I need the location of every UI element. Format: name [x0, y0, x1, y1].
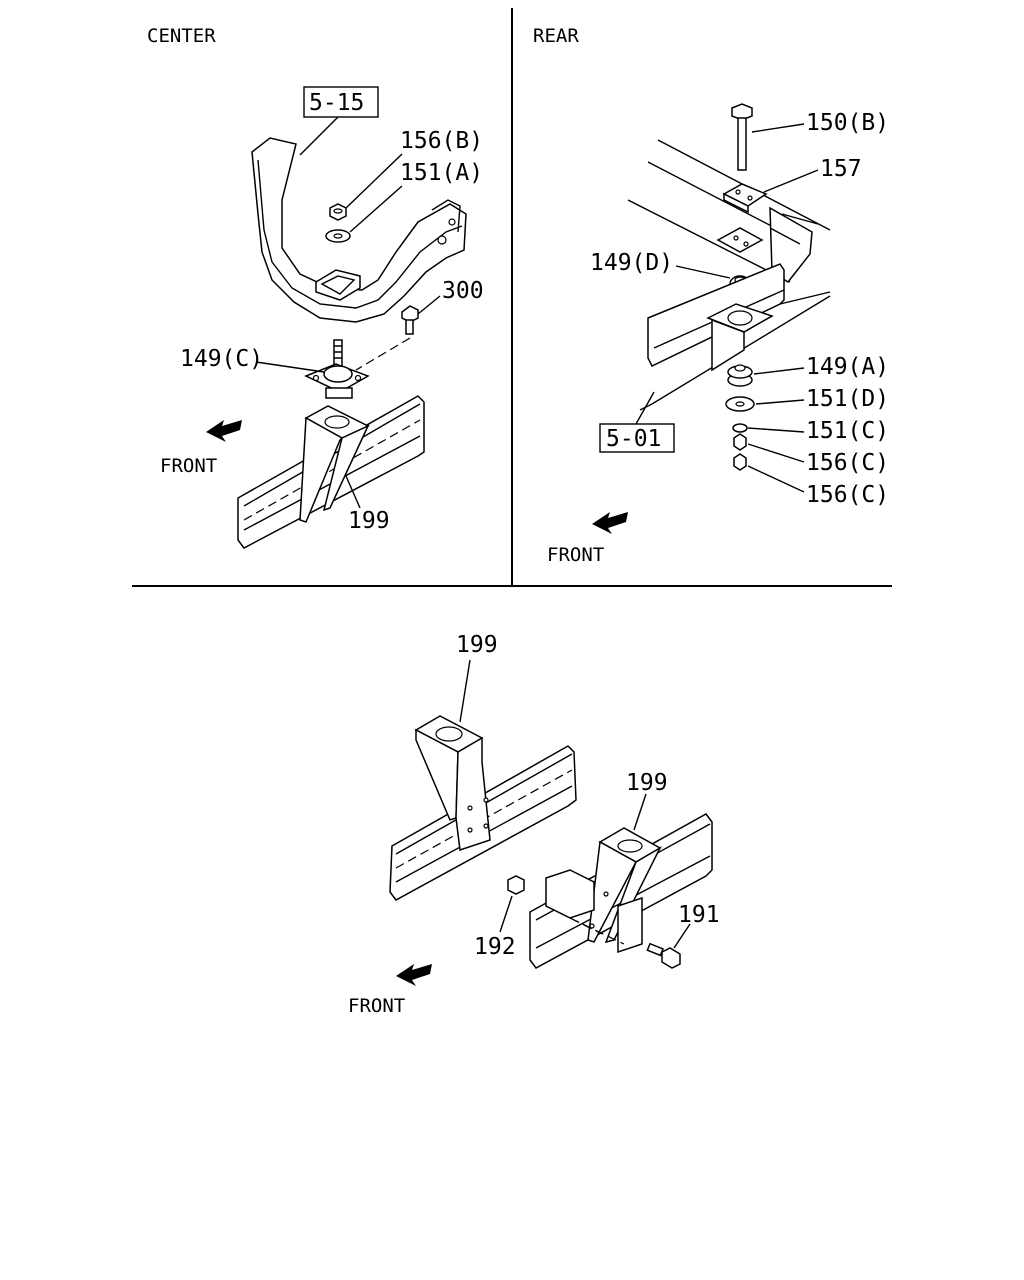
front-arrow-bottom: [396, 964, 432, 986]
label-199-center: 199: [348, 508, 390, 534]
washer-151c: [732, 423, 748, 433]
label-300: 300: [442, 278, 484, 304]
label-156b: 156(B): [400, 128, 483, 154]
label-150b: 150(B): [806, 110, 889, 136]
rear-assembly: 150(B) 157 149(D): [547, 103, 889, 566]
section-title-center: CENTER: [147, 25, 216, 47]
ref-label-rear: 5-01: [606, 426, 661, 452]
label-156c-1: 156(C): [806, 450, 889, 476]
label-151a: 151(A): [400, 160, 483, 186]
label-199-lower: 199: [626, 770, 668, 796]
nut-156c-2: [733, 453, 747, 471]
tank-bracket: [251, 137, 467, 323]
label-191: 191: [678, 902, 720, 928]
bolt-191: [646, 942, 681, 969]
bottom-assembly: 199 199 192: [348, 632, 720, 1017]
mount-bracket-rear: [706, 303, 774, 372]
label-192: 192: [474, 934, 516, 960]
label-157: 157: [820, 156, 862, 182]
support-bracket-199-upper: [414, 715, 491, 852]
front-label-rear: FRONT: [547, 544, 604, 566]
nut-156c-1: [733, 433, 747, 451]
rubber-149a: [727, 364, 753, 387]
front-arrow-rear: [592, 512, 628, 534]
label-149d: 149(D): [590, 250, 673, 276]
center-assembly: 5-15 156(B) 151(A) 300: [160, 86, 484, 549]
section-title-rear: REAR: [533, 25, 579, 47]
label-199-upper: 199: [456, 632, 498, 658]
label-149c: 149(C): [180, 346, 263, 372]
support-bracket-199: [299, 405, 370, 523]
ref-box-center: [303, 86, 379, 118]
label-149a: 149(A): [806, 354, 889, 380]
label-151c: 151(C): [806, 418, 889, 444]
label-151d: 151(D): [806, 386, 889, 412]
ref-box-rear: [599, 423, 675, 453]
front-label-bottom: FRONT: [348, 995, 405, 1017]
bolt-150b: [731, 103, 753, 171]
cross-member-box: [545, 869, 643, 954]
nut-192: [507, 875, 525, 895]
front-label-center: FRONT: [160, 455, 217, 477]
bolt-300: [401, 305, 419, 323]
ref-label-center: 5-15: [309, 90, 364, 116]
front-arrow-center: [206, 420, 242, 442]
plate-157: [722, 183, 768, 214]
label-156c-2: 156(C): [806, 482, 889, 508]
